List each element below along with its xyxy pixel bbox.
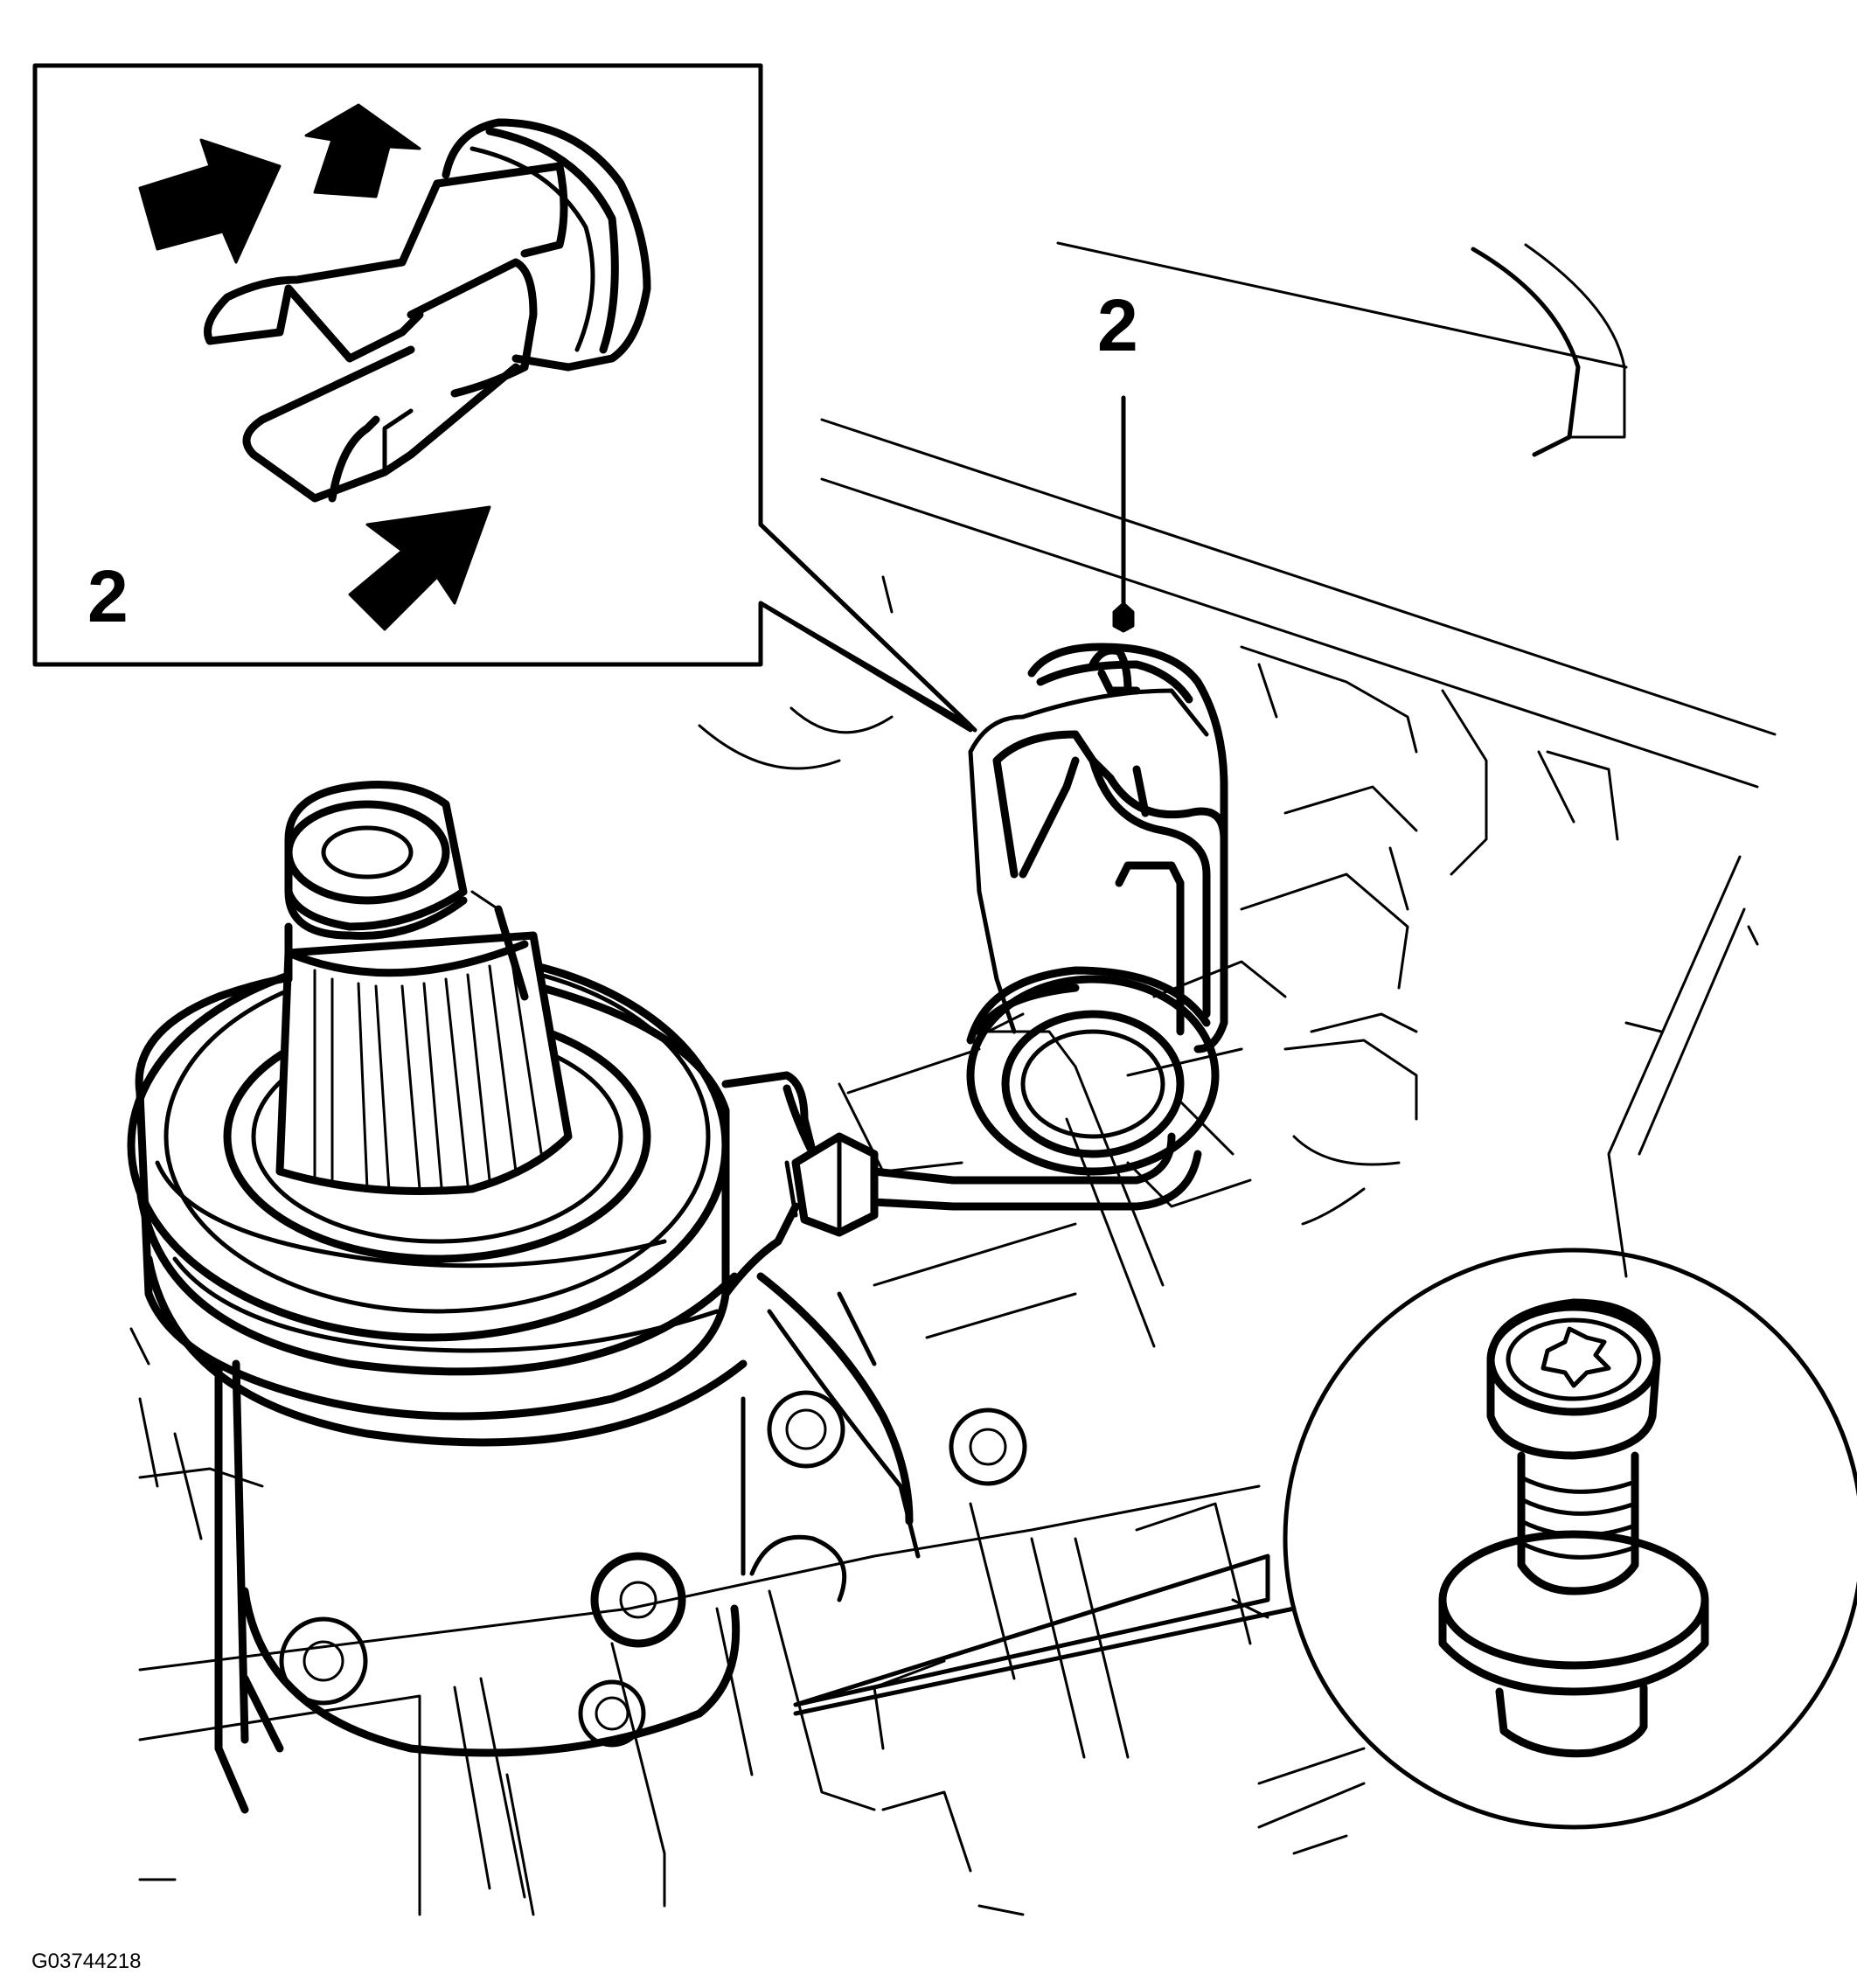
figure-code: G03744218: [31, 1950, 142, 1973]
torx-bolt-icon: [1438, 1298, 1709, 1758]
hydraulic-line: [721, 1071, 1202, 1298]
inset-detail-box: [32, 63, 977, 733]
bolt-detail-circle: [793, 1248, 1857, 1830]
main-callout-number: 2: [1097, 284, 1138, 366]
input-shaft: [275, 781, 573, 1195]
clip-pin-compress-icon: [204, 118, 651, 503]
fork-clip-assembly: [966, 643, 1228, 1176]
direction-arrow-icon: [138, 103, 491, 631]
housing-bolts: [279, 1390, 1027, 1748]
housing-background-lines: [698, 241, 1777, 1278]
main-callout-leader: [1112, 395, 1135, 633]
inset-callout-number: 2: [87, 555, 129, 637]
